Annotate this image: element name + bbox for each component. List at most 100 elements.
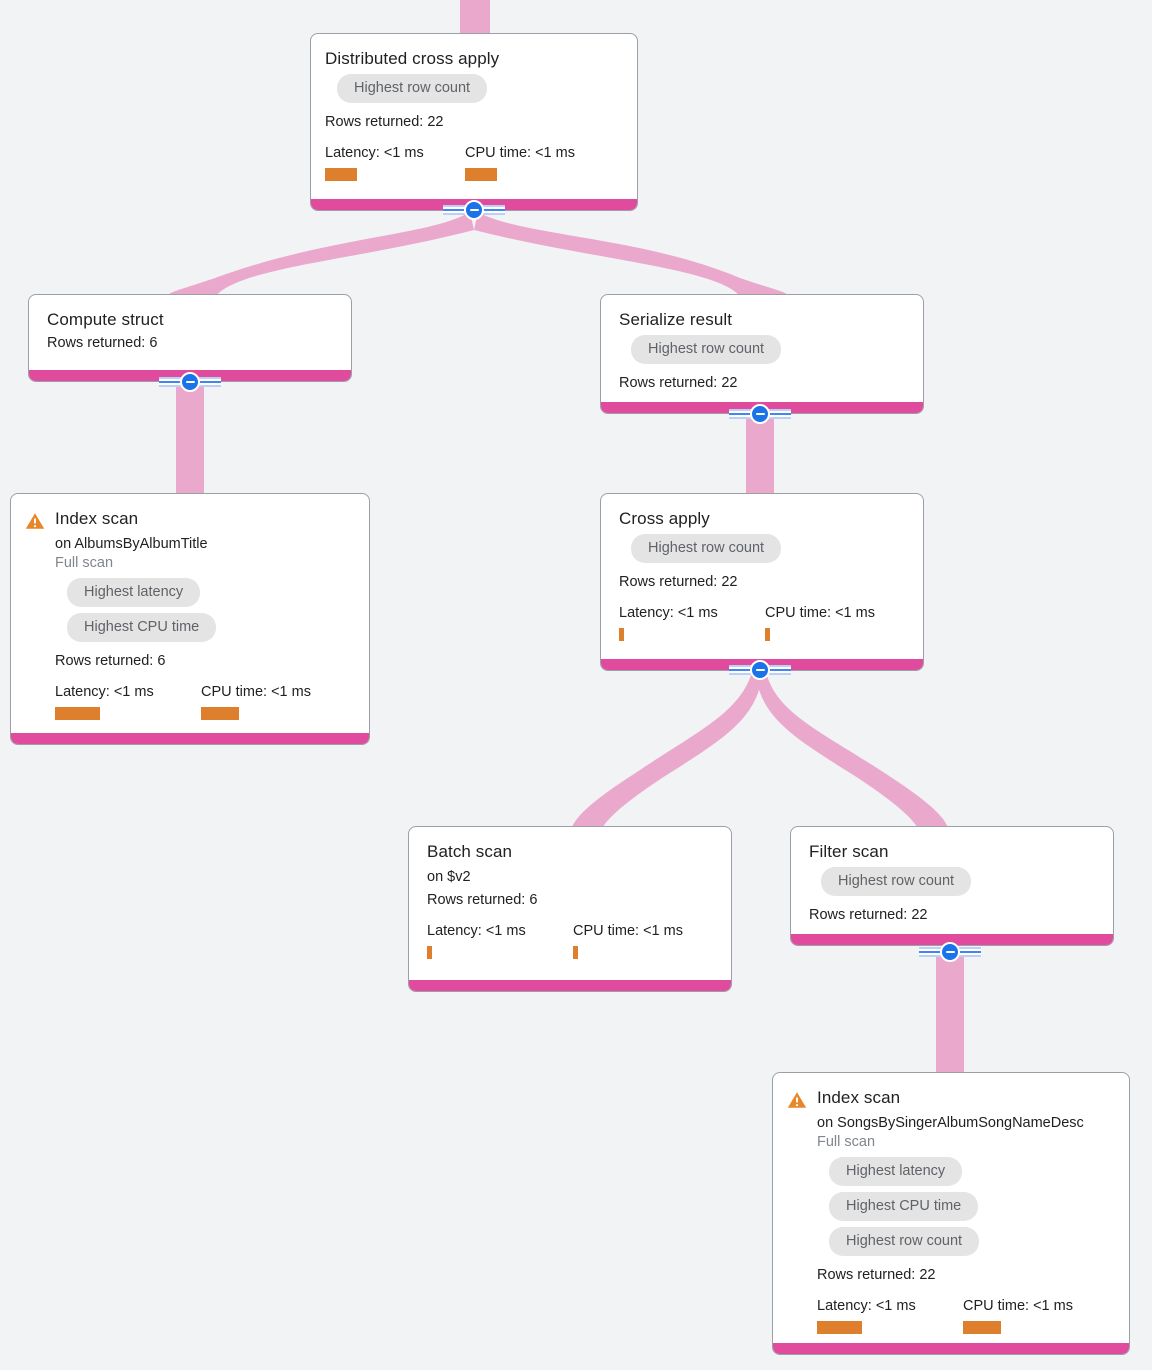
warning-icon — [787, 1090, 807, 1110]
minus-icon — [940, 942, 960, 962]
node-title: Distributed cross apply — [325, 49, 500, 68]
metric-cpu-time: CPU time: <1 ms — [465, 144, 575, 181]
metric-latency-label: Latency: <1 ms — [817, 1298, 916, 1314]
chip-highest-latency: Highest latency — [829, 1157, 963, 1186]
node-metrics: Latency: <1 ms CPU time: <1 ms — [55, 683, 351, 720]
edge-cross-apply-to-filter-scan — [756, 672, 950, 842]
node-footer-bar — [11, 733, 369, 744]
minus-icon — [750, 404, 770, 424]
metric-latency-bar — [325, 168, 357, 181]
node-metrics: Latency: <1 ms CPU time: <1 ms — [427, 922, 713, 959]
chip-highest-row-count: Highest row count — [631, 335, 782, 364]
node-subtitle: on SongsBySingerAlbumSongNameDesc — [817, 1115, 1084, 1131]
metric-latency-label: Latency: <1 ms — [427, 923, 526, 939]
node-index-scan-albums[interactable]: Index scan on AlbumsByAlbumTitle Full sc… — [10, 493, 370, 745]
chip-highest-row-count: Highest row count — [821, 867, 972, 896]
node-scan-type: Full scan — [817, 1134, 876, 1150]
metric-cpu-time: CPU time: <1 ms — [201, 683, 311, 720]
metric-cpu-label: CPU time: <1 ms — [573, 923, 683, 939]
minus-icon — [464, 200, 484, 220]
node-cross-apply[interactable]: Cross apply Highest row count Rows retur… — [600, 493, 924, 671]
node-subtitle: on AlbumsByAlbumTitle — [55, 536, 208, 552]
chip-highest-row-count: Highest row count — [631, 534, 782, 563]
chip-highest-cpu-time: Highest CPU time — [67, 613, 217, 642]
node-title: Cross apply — [619, 509, 710, 528]
collapse-button-distributed-cross-apply[interactable] — [443, 200, 505, 220]
metric-latency-bar — [619, 628, 624, 641]
node-title: Batch scan — [427, 842, 513, 861]
node-rows-returned: Rows returned: 22 — [809, 907, 928, 923]
node-footer-bar — [791, 934, 1113, 945]
edge-serialize-result-to-cross-apply — [746, 414, 774, 494]
metric-latency: Latency: <1 ms — [817, 1297, 963, 1334]
chip-highest-row-count: Highest row count — [337, 74, 488, 103]
node-metrics: Latency: <1 ms CPU time: <1 ms — [817, 1297, 1111, 1334]
metric-cpu-label: CPU time: <1 ms — [963, 1298, 1073, 1314]
metric-cpu-label: CPU time: <1 ms — [465, 145, 575, 161]
node-compute-struct[interactable]: Compute struct Rows returned: 6 — [28, 294, 352, 382]
metric-cpu-time: CPU time: <1 ms — [765, 604, 875, 641]
node-batch-scan[interactable]: Batch scan on $v2 Rows returned: 6 Laten… — [408, 826, 732, 992]
metric-cpu-bar — [573, 946, 578, 959]
node-rows-returned: Rows returned: 22 — [325, 114, 444, 130]
chip-highest-cpu-time: Highest CPU time — [829, 1192, 979, 1221]
node-chips: Highest row count — [619, 335, 905, 370]
metric-cpu-bar — [765, 628, 770, 641]
metric-cpu-bar — [201, 707, 239, 720]
node-rows-returned: Rows returned: 6 — [55, 653, 166, 669]
node-rows-returned: Rows returned: 22 — [817, 1267, 936, 1283]
metric-cpu-bar — [963, 1321, 1001, 1334]
metric-cpu-label: CPU time: <1 ms — [765, 605, 875, 621]
node-distributed-cross-apply[interactable]: Distributed cross apply Highest row coun… — [310, 33, 638, 211]
node-chips: Highest row count — [809, 867, 1095, 902]
metric-latency: Latency: <1 ms — [55, 683, 201, 720]
node-chips: Highest row count — [619, 534, 905, 569]
node-chips: Highest latency Highest CPU time — [55, 578, 351, 648]
node-subtitle: on $v2 — [427, 869, 471, 885]
node-rows-returned: Rows returned: 6 — [427, 892, 538, 908]
node-chips: Highest row count — [325, 74, 619, 109]
node-metrics: Latency: <1 ms CPU time: <1 ms — [619, 604, 905, 641]
collapse-button-filter-scan[interactable] — [919, 942, 981, 962]
collapse-button-serialize-result[interactable] — [729, 404, 791, 424]
metric-latency-label: Latency: <1 ms — [325, 145, 424, 161]
node-title: Index scan — [55, 509, 139, 528]
node-title: Filter scan — [809, 842, 889, 861]
node-title: Compute struct — [47, 310, 164, 329]
node-rows-returned: Rows returned: 22 — [619, 574, 738, 590]
node-chips: Highest latency Highest CPU time Highest… — [817, 1157, 1111, 1262]
metric-latency-label: Latency: <1 ms — [55, 684, 154, 700]
metric-latency-bar — [55, 707, 100, 720]
metric-latency: Latency: <1 ms — [427, 922, 573, 959]
collapse-button-cross-apply[interactable] — [729, 660, 791, 680]
node-footer-bar — [409, 980, 731, 991]
warning-icon — [25, 511, 45, 531]
metric-cpu-time: CPU time: <1 ms — [963, 1297, 1073, 1334]
metric-cpu-time: CPU time: <1 ms — [573, 922, 683, 959]
metric-latency-bar — [817, 1321, 862, 1334]
node-rows-returned: Rows returned: 6 — [47, 335, 158, 351]
metric-cpu-bar — [465, 168, 497, 181]
edge-filter-scan-to-index-scan — [936, 952, 964, 1072]
node-serialize-result[interactable]: Serialize result Highest row count Rows … — [600, 294, 924, 414]
metric-cpu-label: CPU time: <1 ms — [201, 684, 311, 700]
node-title: Serialize result — [619, 310, 733, 329]
node-index-scan-songs[interactable]: Index scan on SongsBySingerAlbumSongName… — [772, 1072, 1130, 1355]
metric-latency: Latency: <1 ms — [619, 604, 765, 641]
node-footer-bar — [773, 1343, 1129, 1354]
node-rows-returned: Rows returned: 22 — [619, 375, 738, 391]
metric-latency-bar — [427, 946, 432, 959]
node-metrics: Latency: <1 ms CPU time: <1 ms — [325, 144, 619, 181]
collapse-button-compute-struct[interactable] — [159, 372, 221, 392]
chip-highest-latency: Highest latency — [67, 578, 201, 607]
node-filter-scan[interactable]: Filter scan Highest row count Rows retur… — [790, 826, 1114, 946]
edge-cross-apply-to-batch-scan — [570, 672, 762, 842]
node-scan-type: Full scan — [55, 555, 114, 571]
edge-compute-struct-to-index-scan — [176, 382, 204, 494]
node-title: Index scan — [817, 1088, 901, 1107]
minus-icon — [750, 660, 770, 680]
metric-latency: Latency: <1 ms — [325, 144, 465, 181]
metric-latency-label: Latency: <1 ms — [619, 605, 718, 621]
chip-highest-row-count: Highest row count — [829, 1227, 980, 1256]
